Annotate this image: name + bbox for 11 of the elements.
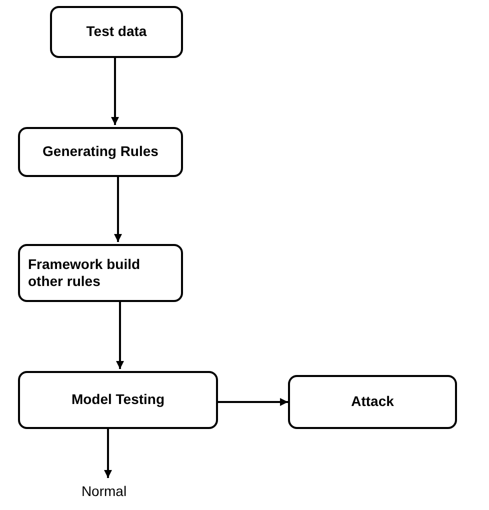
process-box: Generating Rules [18, 127, 183, 177]
arrow [104, 429, 112, 478]
arrow [114, 177, 122, 242]
arrow [218, 398, 288, 406]
arrow [116, 302, 124, 369]
arrow [111, 58, 119, 125]
process-box: Model Testing [18, 371, 218, 429]
process-box: Attack [288, 375, 457, 429]
outcome-label: Normal [78, 480, 130, 502]
process-box: Test data [50, 6, 183, 58]
process-box: Framework build other rules [18, 244, 183, 302]
